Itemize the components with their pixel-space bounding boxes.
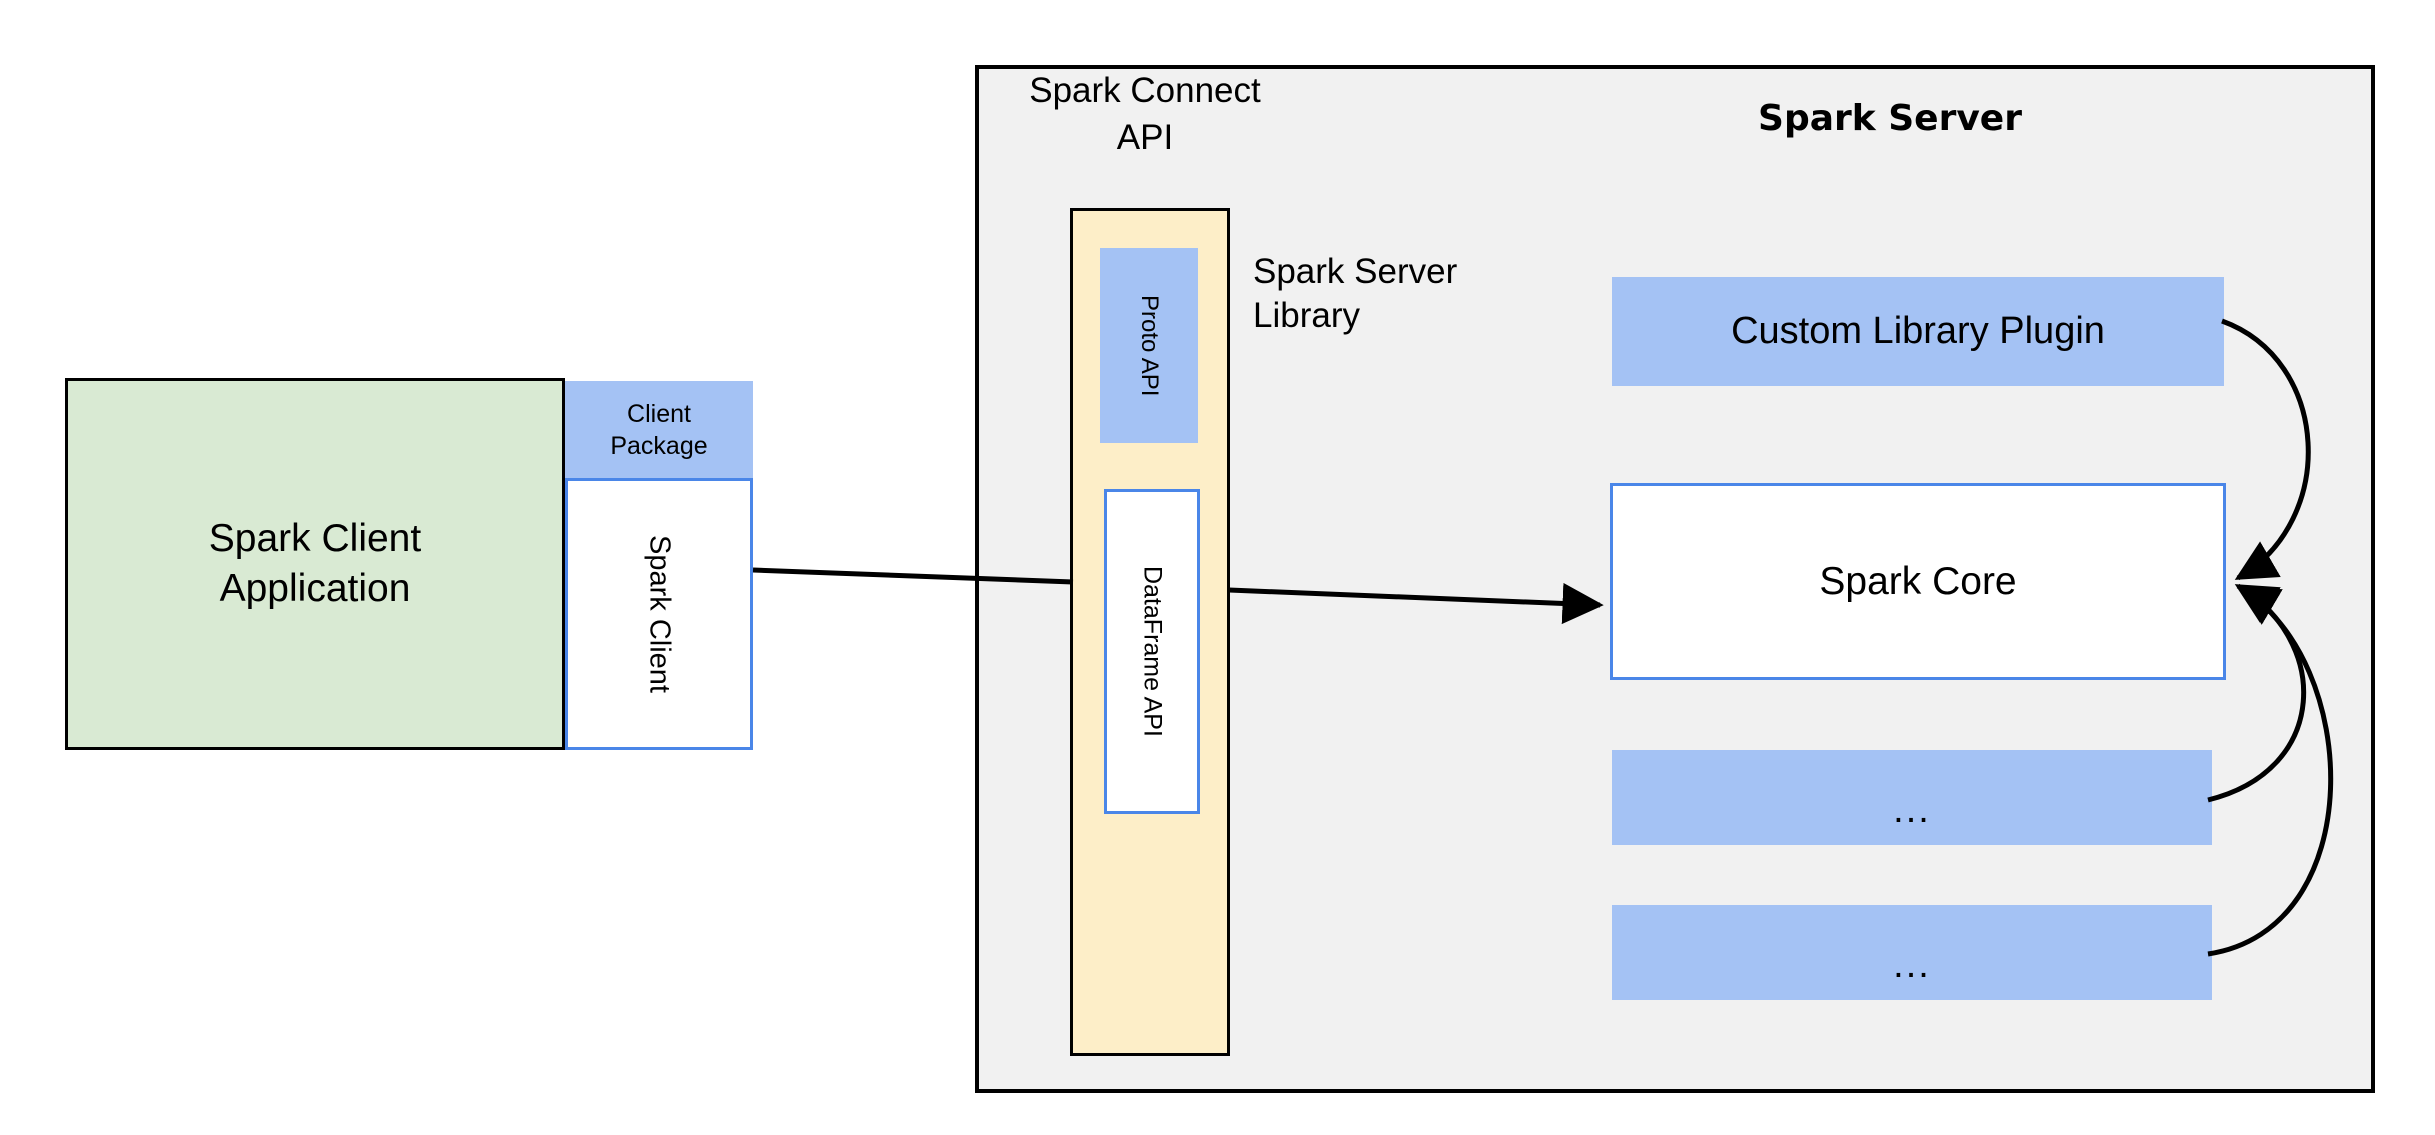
client-package-label: Client Package xyxy=(610,399,708,460)
dataframe-api-label: DataFrame API xyxy=(1138,566,1167,737)
spark-server-library-label: Spark Server Library xyxy=(1253,252,1458,336)
spark-client-label: Spark Client xyxy=(643,535,676,693)
custom-library-plugin-box: Custom Library Plugin xyxy=(1612,277,2224,386)
custom-library-plugin-label: Custom Library Plugin xyxy=(1731,310,2105,352)
spark-server-title: Spark Server xyxy=(1758,98,2022,139)
placeholder-component-label-1: ... xyxy=(1893,788,1931,831)
spark-client-application-label: Spark Client Application xyxy=(208,517,422,610)
spark-client-box: Spark Client xyxy=(565,478,753,750)
spark-client-application-box: Spark Client Application xyxy=(65,378,565,750)
spark-connect-api-label: Spark Connect API xyxy=(1029,71,1261,157)
proto-api-label: Proto API xyxy=(1136,294,1163,397)
placeholder-component-label-2: ... xyxy=(1893,943,1931,986)
spark-core-box: Spark Core xyxy=(1610,483,2226,680)
proto-api-box: Proto API xyxy=(1100,248,1198,443)
spark-core-label: Spark Core xyxy=(1819,559,2017,603)
placeholder-component-box-1: ... xyxy=(1612,750,2212,845)
dataframe-api-box: DataFrame API xyxy=(1104,489,1200,814)
placeholder-component-box-2: ... xyxy=(1612,905,2212,1000)
client-package-box: Client Package xyxy=(565,381,753,478)
